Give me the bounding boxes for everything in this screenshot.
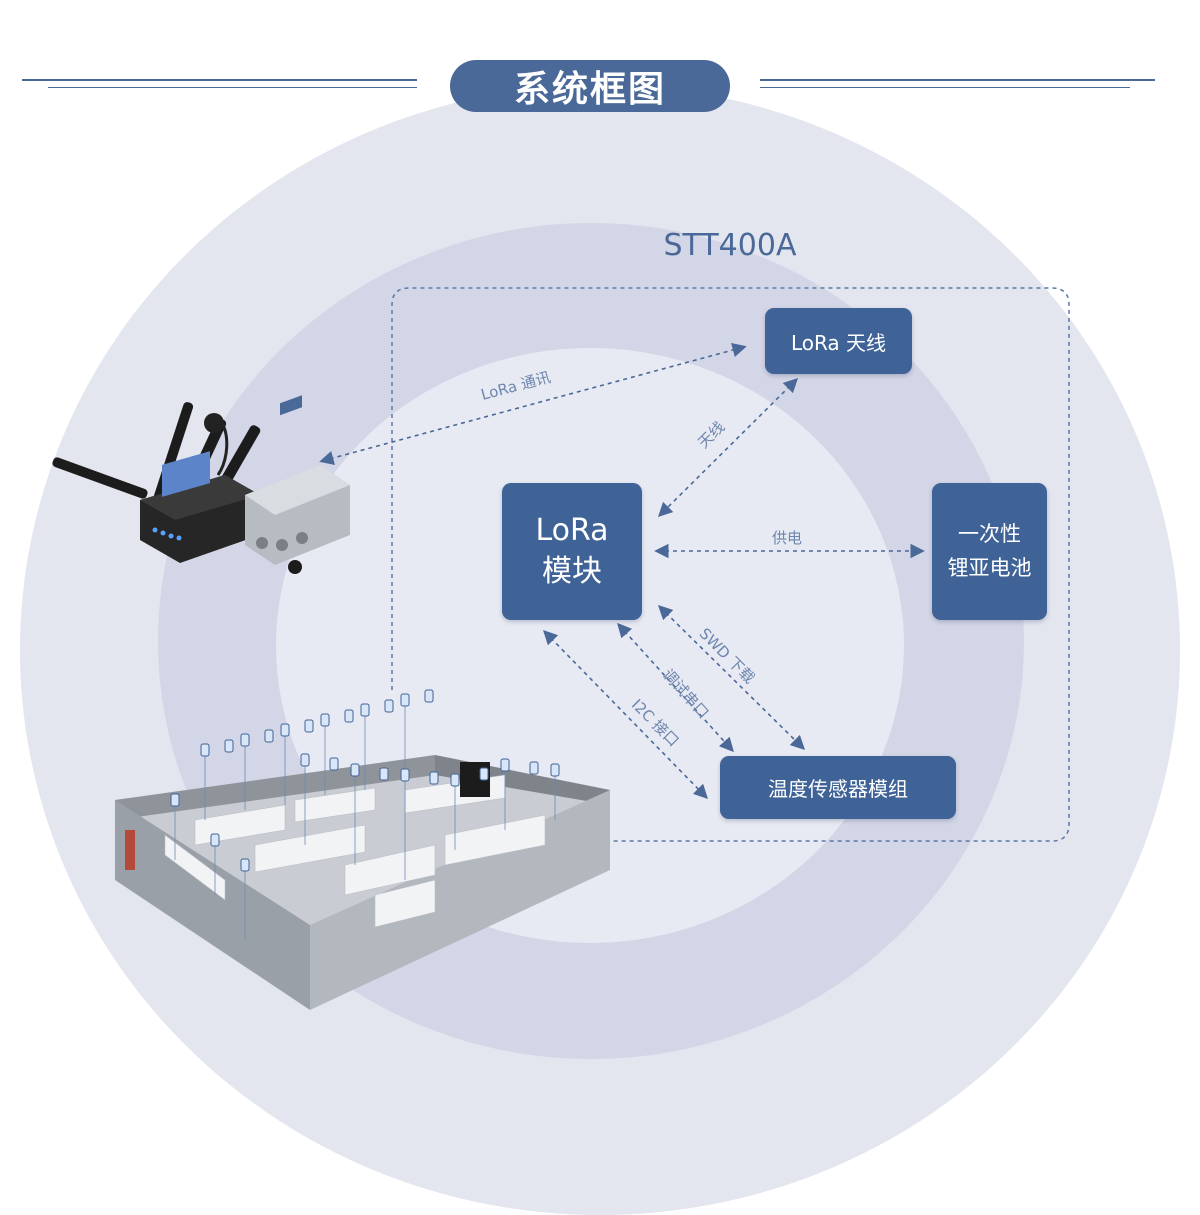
node-temperature-sensor-label: 温度传感器模组	[768, 777, 908, 801]
node-lora-antenna-label: LoRa 天线	[790, 330, 887, 355]
edge-lora-comm	[319, 343, 747, 465]
node-lora-module-line2: 模块	[542, 553, 602, 589]
page-title: 系统框图	[450, 60, 730, 112]
header-rule-right	[760, 79, 1155, 81]
header-rule-left-thin	[48, 87, 417, 88]
node-battery-line1: 一次性	[958, 521, 1021, 546]
product-boundary	[391, 287, 1070, 842]
node-battery-line2: 锂亚电池	[947, 555, 1032, 580]
lora-gateway-image	[52, 395, 350, 574]
datacenter-image	[115, 689, 610, 1010]
node-temperature-sensor: 温度传感器模组	[720, 756, 956, 819]
product-name: STT400A	[663, 228, 797, 263]
edge-i2c	[542, 629, 709, 800]
edge-label-power: 供电	[772, 529, 803, 547]
node-battery: 一次性 锂亚电池	[932, 483, 1047, 620]
header-rule-left	[22, 79, 417, 81]
edge-antenna	[657, 377, 799, 518]
node-lora-module: LoRa 模块	[502, 483, 642, 620]
node-lora-antenna: LoRa 天线	[765, 308, 912, 374]
header-rule-right-thin	[760, 87, 1130, 88]
node-lora-module-line1: LoRa	[535, 513, 609, 548]
